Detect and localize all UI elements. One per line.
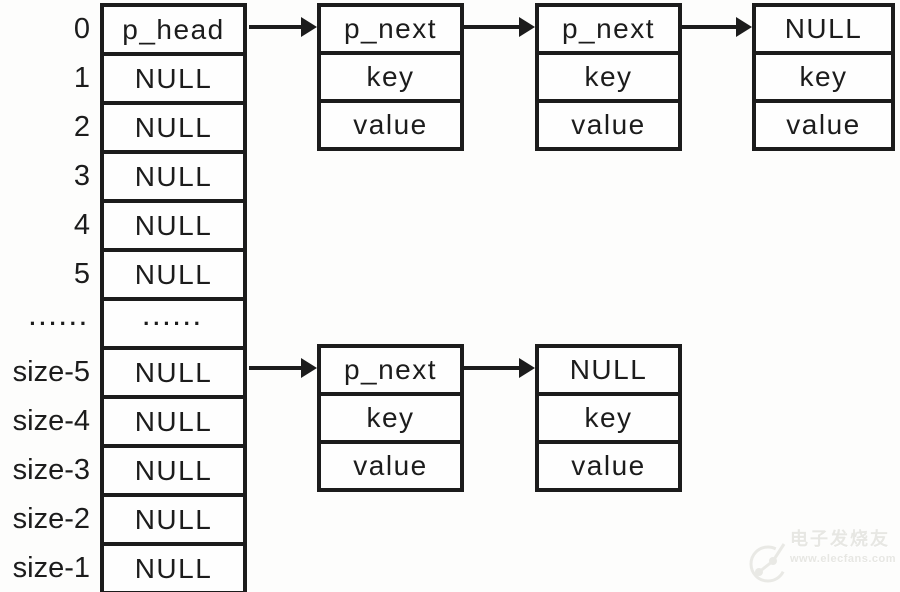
bucket-label: 4 (73, 209, 90, 241)
array-cell-null: NULL (100, 101, 247, 154)
node-field-key: key (535, 392, 682, 444)
node-field-p-next: p_next (317, 344, 464, 396)
array-cell-null: NULL (100, 150, 247, 203)
node-field-null: NULL (752, 3, 895, 55)
ellipsis-text: ...... (143, 304, 204, 330)
node-field-p-next: p_next (317, 3, 464, 55)
bucket-label: 0 (73, 13, 90, 45)
hash-array: p_head NULL NULL NULL NULL NULL ...... N… (100, 3, 247, 592)
node-field-p-next: p_next (535, 3, 682, 55)
bucket-label-column: 0 1 2 3 4 5 ...... size-5 size-4 size-3 … (0, 3, 94, 592)
bucket-label: size-2 (12, 503, 90, 535)
bucket-label: size-3 (12, 454, 90, 486)
array-cell-null: NULL (100, 395, 247, 448)
array-cell-null: NULL (100, 248, 247, 301)
linked-node: p_next key value (535, 3, 682, 151)
arrow (464, 17, 535, 37)
array-cell-null: NULL (100, 52, 247, 105)
array-cell-null: NULL (100, 493, 247, 546)
node-field-value: value (535, 99, 682, 151)
elecfans-logo-icon (749, 543, 787, 583)
bucket-label: 2 (73, 111, 90, 143)
bucket-label: 1 (73, 62, 90, 94)
linked-node: p_next key value (317, 344, 464, 492)
array-cell-null: NULL (100, 346, 247, 399)
node-field-key: key (752, 51, 895, 103)
linked-node: NULL key value (752, 3, 895, 151)
array-cell-ellipsis: ...... (100, 297, 247, 350)
array-cell-null: NULL (100, 542, 247, 592)
watermark-brand: 电子发烧友 (790, 529, 890, 549)
arrow (464, 358, 535, 378)
node-field-value: value (535, 440, 682, 492)
node-field-key: key (317, 51, 464, 103)
bucket-label: size-5 (12, 356, 90, 388)
bucket-label-ellipsis: ...... (29, 304, 90, 330)
node-field-value: value (317, 440, 464, 492)
node-field-value: value (752, 99, 895, 151)
array-cell-null: NULL (100, 444, 247, 497)
node-field-value: value (317, 99, 464, 151)
watermark-url: www.elecfans.com (790, 552, 897, 565)
linked-node: NULL key value (535, 344, 682, 492)
bucket-label: 3 (73, 160, 90, 192)
arrow (682, 17, 752, 37)
array-cell-null: NULL (100, 199, 247, 252)
arrow (249, 17, 317, 37)
arrow (249, 358, 317, 378)
node-field-key: key (317, 392, 464, 444)
node-field-null: NULL (535, 344, 682, 396)
bucket-label: size-4 (12, 405, 90, 437)
watermark: 电子发烧友 www.elecfans.com (746, 528, 898, 590)
bucket-label: size-1 (12, 552, 90, 584)
bucket-label: 5 (73, 258, 90, 290)
node-field-key: key (535, 51, 682, 103)
array-cell-p-head: p_head (100, 3, 247, 56)
linked-node: p_next key value (317, 3, 464, 151)
watermark-text: 电子发烧友 www.elecfans.com (790, 529, 898, 565)
